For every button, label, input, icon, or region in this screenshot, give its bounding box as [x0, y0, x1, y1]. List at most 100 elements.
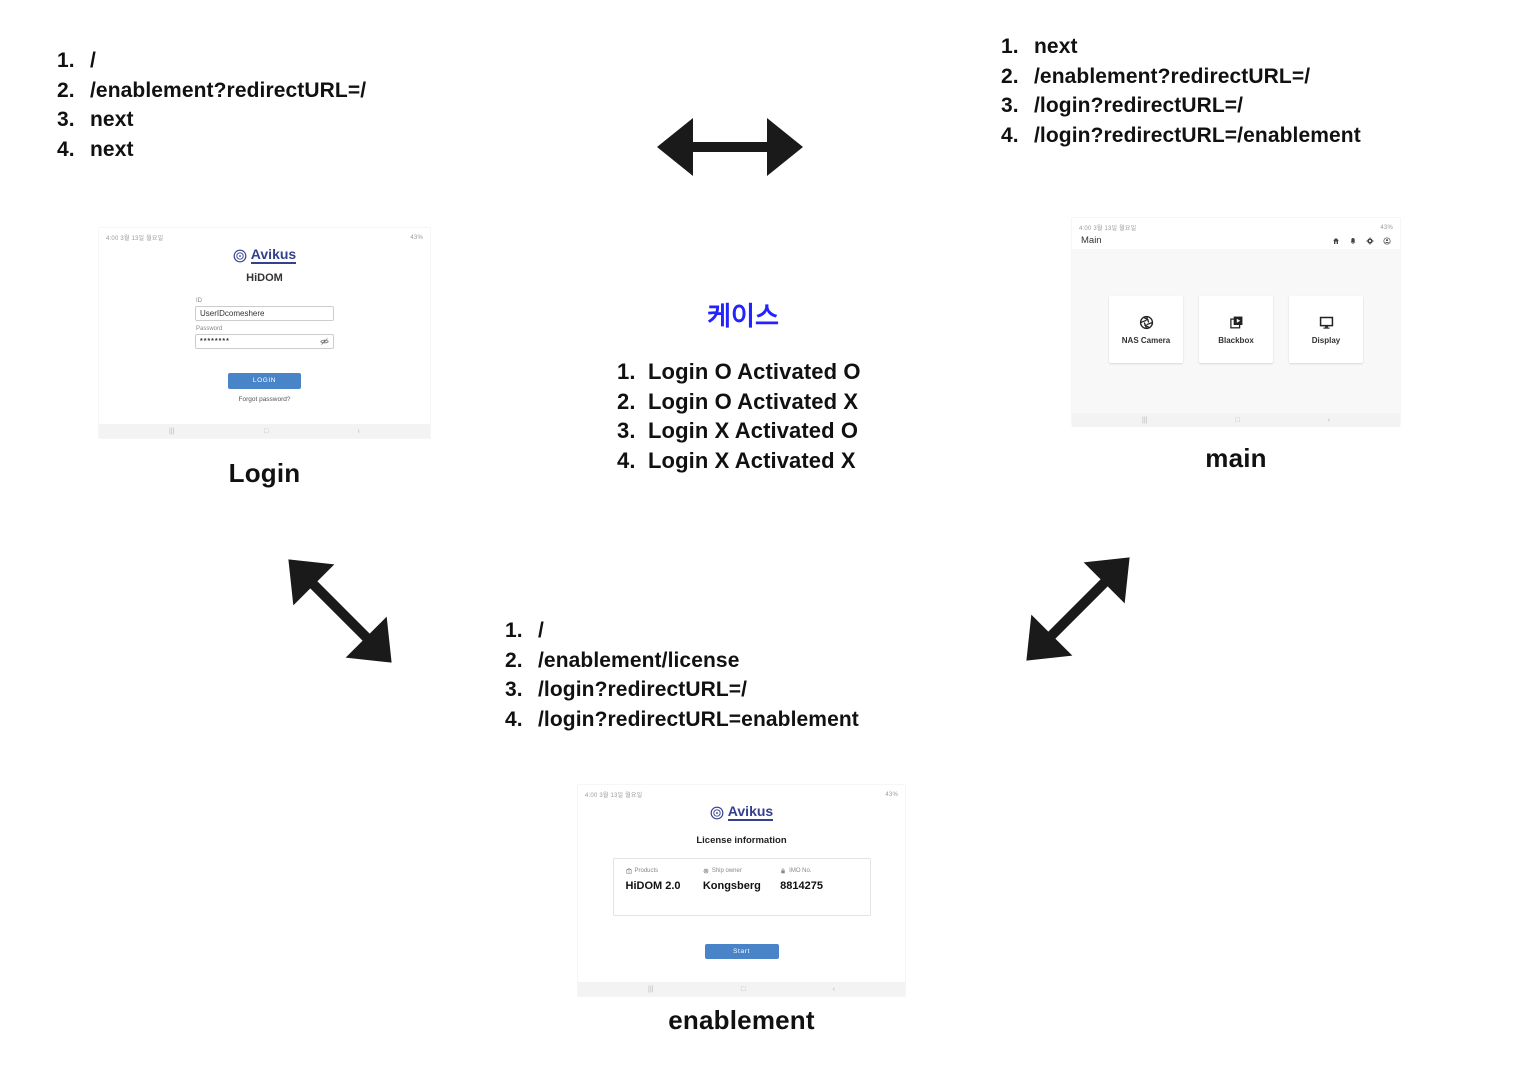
login-caption: Login — [228, 458, 301, 488]
tile-label: NAS Camera — [1121, 335, 1171, 345]
main-url-item: /enablement?redirectURL=/ — [1034, 64, 1311, 88]
enablement-url-item: /login?redirectURL=enablement — [538, 707, 859, 731]
android-nav-bar: ||| □ ‹ — [1072, 413, 1400, 427]
home-button[interactable]: □ — [1235, 416, 1240, 424]
license-field-products: Products HiDOM 2.0 — [626, 868, 703, 915]
status-right-text: 43% — [885, 791, 898, 798]
enablement-url-list: / /enablement/license /login?redirectURL… — [505, 616, 859, 734]
tile-label: Blackbox — [1218, 335, 1254, 345]
main-screen-mock: 4:00 3월 13일 월요일 43% Main — [1072, 218, 1400, 427]
recents-button[interactable]: ||| — [169, 427, 175, 435]
case-item: Login O Activated X — [648, 388, 859, 414]
back-button[interactable]: ‹ — [832, 985, 835, 993]
app-title: HiDOM — [246, 272, 283, 284]
avikus-emblem-icon — [710, 806, 724, 819]
notifications-icon[interactable] — [1349, 237, 1357, 245]
enablement-url-item: /login?redirectURL=/ — [538, 678, 748, 701]
tile-label: Display — [1311, 335, 1341, 345]
license-field-label: Ship owner — [711, 868, 742, 874]
license-card: Products HiDOM 2.0 Ship owner Kongsberg … — [612, 858, 871, 916]
login-url-item: next — [90, 108, 134, 131]
enablement-url-item: /enablement/license — [538, 648, 740, 672]
horizontal-double-arrow-icon — [657, 118, 803, 176]
license-field-label: Products — [634, 868, 659, 874]
license-field-label: IMO No. — [789, 868, 812, 874]
status-left-text: 4:00 3월 13일 월요일 — [106, 236, 164, 242]
android-nav-bar: ||| □ ‹ — [578, 982, 905, 996]
main-status-bar: 4:00 3월 13일 월요일 43% — [1072, 218, 1400, 234]
back-button[interactable]: ‹ — [357, 427, 360, 435]
main-url-item: next — [1034, 35, 1078, 58]
settings-icon[interactable] — [1366, 236, 1374, 245]
login-button[interactable]: LOGIN — [228, 373, 301, 389]
brand-name: Avikus — [727, 803, 774, 821]
eye-off-icon[interactable] — [320, 337, 329, 346]
license-heading: License information — [696, 835, 787, 846]
license-field-value: HiDOM 2.0 — [625, 880, 681, 892]
brand-name: Avikus — [250, 246, 297, 264]
start-button[interactable]: Start — [704, 944, 779, 959]
main-url-list: next /enablement?redirectURL=/ /login?re… — [1001, 32, 1361, 150]
login-form: ID UserIDcomeshere Password ******** LOG… — [195, 298, 334, 403]
id-input[interactable]: UserIDcomeshere — [195, 306, 334, 321]
nas-camera-card[interactable]: NAS Camera — [1109, 296, 1183, 363]
display-card[interactable]: Display — [1289, 296, 1363, 363]
case-item: Login X Activated X — [648, 447, 856, 473]
forgot-password-link[interactable]: Forgot password? — [238, 396, 291, 403]
aperture-icon — [1139, 315, 1153, 329]
main-url-item: /login?redirectURL=/enablement — [1034, 123, 1361, 147]
password-input[interactable]: ******** — [195, 334, 334, 349]
cases-list: Login O Activated O Login O Activated X … — [617, 357, 869, 475]
enablement-caption: enablement — [668, 1005, 815, 1035]
license-field-value: Kongsberg — [702, 880, 761, 892]
enablement-status-bar: 4:00 3월 13일 월요일 43% — [578, 785, 905, 801]
main-app-bar: Main — [1072, 234, 1400, 249]
helm-icon — [703, 868, 709, 874]
status-right-text: 43% — [410, 234, 423, 241]
status-right-text: 43% — [1380, 224, 1393, 231]
avikus-emblem-icon — [233, 249, 247, 262]
main-content-area: NAS Camera Blackbox Display ||| — [1072, 249, 1400, 427]
id-label: ID — [196, 298, 202, 304]
package-icon — [625, 868, 632, 874]
cases-title: 케이스 — [707, 301, 779, 331]
login-screen-mock: 4:00 3월 13일 월요일 43% Avikus HiDOM ID User… — [99, 228, 430, 438]
recents-button[interactable]: ||| — [1142, 416, 1148, 424]
main-url-item: /login?redirectURL=/ — [1034, 94, 1244, 117]
enablement-screen-mock: 4:00 3월 13일 월요일 43% Avikus License infor… — [578, 785, 905, 996]
login-url-item: / — [90, 49, 96, 72]
login-url-item: next — [90, 137, 134, 161]
video-library-icon — [1229, 316, 1242, 328]
status-left-text: 4:00 3월 13일 월요일 — [585, 793, 643, 799]
lock-icon — [781, 868, 785, 874]
home-button[interactable]: □ — [263, 427, 269, 435]
status-left-text: 4:00 3월 13일 월요일 — [1079, 226, 1137, 232]
account-icon[interactable] — [1383, 237, 1391, 245]
main-caption: main — [1205, 443, 1267, 473]
display-icon — [1319, 316, 1333, 329]
avikus-logo: Avikus — [99, 247, 430, 264]
license-field-value: 8814275 — [780, 880, 823, 892]
home-button[interactable]: □ — [740, 985, 746, 993]
license-field-imo-no: IMO No. 8814275 — [780, 868, 857, 915]
home-icon[interactable] — [1332, 237, 1340, 245]
login-url-list: / /enablement?redirectURL=/ next next — [57, 46, 366, 164]
blackbox-card[interactable]: Blackbox — [1199, 296, 1273, 363]
diagonal-double-arrow-icon — [1026, 557, 1130, 661]
password-value: ******** — [200, 338, 230, 345]
avikus-logo: Avikus — [578, 804, 905, 821]
android-nav-bar: ||| □ ‹ — [99, 424, 430, 438]
case-item: Login O Activated O — [648, 359, 861, 384]
back-button[interactable]: ‹ — [1327, 416, 1330, 424]
login-url-item: /enablement?redirectURL=/ — [90, 78, 367, 102]
password-label: Password — [196, 326, 223, 332]
main-app-bar-title: Main — [1081, 235, 1102, 246]
case-item: Login X Activated O — [648, 418, 859, 443]
id-value: UserIDcomeshere — [200, 309, 265, 318]
license-field-ship-owner: Ship owner Kongsberg — [703, 868, 780, 915]
login-status-bar: 4:00 3월 13일 월요일 43% — [99, 228, 430, 244]
diagonal-double-arrow-icon — [288, 559, 392, 663]
enablement-url-item: / — [538, 619, 544, 642]
recents-button[interactable]: ||| — [648, 985, 654, 993]
cases-block: 케이스 Login O Activated O Login O Activate… — [617, 296, 869, 475]
